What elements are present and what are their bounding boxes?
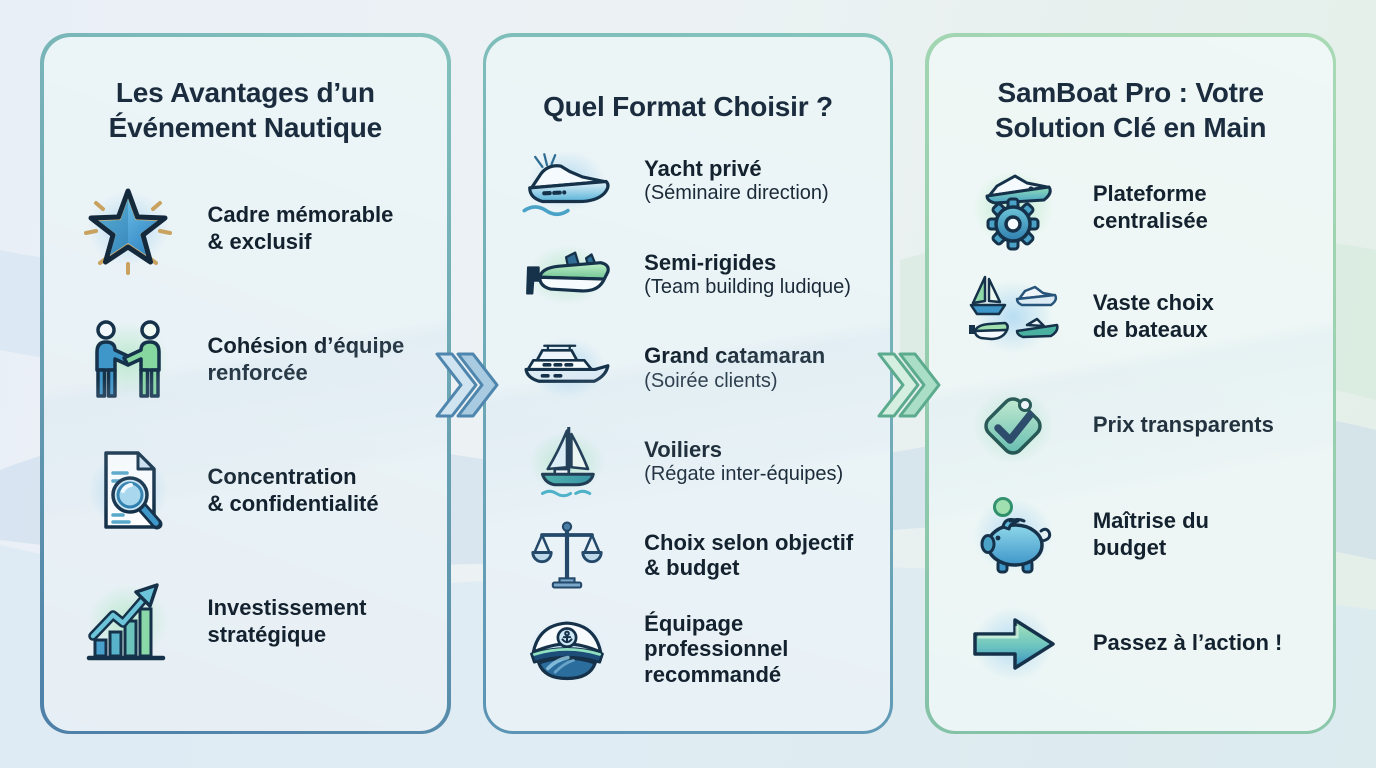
panel-advantages: Les Avantages d’un Événement Nautique [40,33,451,734]
item-subtitle: (Régate inter-équipes) [644,463,844,486]
double-chevron-right-icon [877,349,941,426]
list-item: Maîtrise du budget [956,482,1311,587]
item-label: Concentration & confidentialité [207,464,379,516]
item-title: Yacht privé [644,156,762,182]
list-item: Prix transparents [956,373,1311,478]
growth-chart-icon [71,569,184,674]
item-title: Choix selon objectif & budget [644,530,854,581]
rib-boat-icon [514,232,621,317]
item-subtitle: (Séminaire direction) [644,182,829,205]
list-item: Plateforme centralisée [956,155,1311,260]
yacht-icon [514,139,621,224]
item-label: Cohésion d’équipe renforcée [207,333,405,386]
star-icon [71,177,184,282]
item-label: Plateforme centralisée [1092,180,1208,233]
infographic-panels: Les Avantages d’un Événement Nautique [40,33,1337,734]
panel-title: Les Avantages d’un Événement Nautique [108,76,383,143]
list-item: Voiliers (Régate inter-équipes) [514,419,868,504]
list-item: Passez à l’action ! [956,591,1311,696]
item-subtitle: (Soirée clients) [644,369,778,392]
item-label: Vaste choix de bateaux [1092,289,1214,342]
balance-scale-icon [514,513,620,597]
price-tag-check-icon [956,373,1069,478]
panel-title: Quel Format Choisir ? [543,90,833,122]
panel-samboat-pro: SamBoat Pro : Votre Solution Clé en Main [925,33,1337,734]
item-title: Semi-rigides [644,249,777,275]
item-title: Grand catamaran [644,343,826,369]
document-magnifier-icon [71,438,184,543]
item-label: Prix transparents [1092,412,1274,438]
panel-formats: Quel Format Choisir ? [482,33,894,734]
captain-hat-icon [514,606,621,691]
list-item: Semi-rigides (Team building ludique) [514,232,868,317]
item-title: Équipage professionnel recommandé [644,610,789,687]
list-item: Vaste choix de bateaux [956,264,1311,369]
team-handshake-icon [71,308,184,413]
list-item: Cadre mémorable & exclusif [71,177,426,282]
double-chevron-right-icon [435,349,499,426]
boat-fleet-icon [956,264,1069,369]
item-label: Maîtrise du budget [1092,507,1209,560]
item-title: Voiliers [644,436,723,462]
item-label: Investissement stratégique [207,594,367,647]
list-item: Équipage professionnel recommandé [514,606,868,691]
sailboat-icon [514,419,621,504]
list-item: Cohésion d’équipe renforcée [71,308,426,413]
panel-title: SamBoat Pro : Votre Solution Clé en Main [995,76,1267,143]
catamaran-icon [514,326,621,411]
item-label: Passez à l’action ! [1092,630,1283,656]
list-item: Investissement stratégique [71,569,426,674]
list-item: Choix selon objectif & budget [514,513,868,597]
piggy-bank-icon [956,482,1069,587]
arrow-right-icon [956,591,1069,696]
item-subtitle: (Team building ludique) [644,275,851,298]
item-label: Cadre mémorable & exclusif [207,202,394,255]
list-item: Concentration & confidentialité [71,438,426,543]
boat-gear-icon [956,155,1069,260]
list-item: Yacht privé (Séminaire direction) [514,139,868,224]
list-item: Grand catamaran (Soirée clients) [514,326,868,411]
